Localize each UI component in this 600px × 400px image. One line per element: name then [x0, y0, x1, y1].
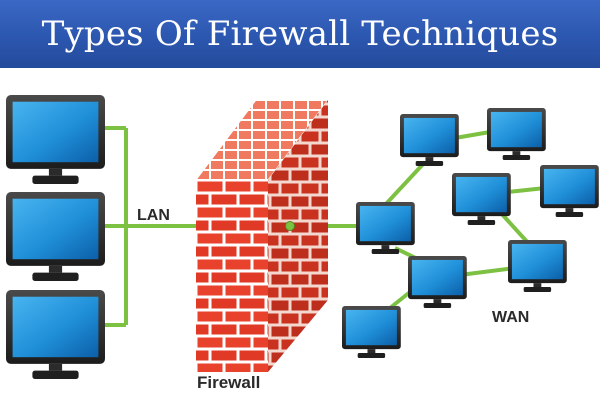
lan-computer-bottom: [6, 290, 106, 380]
wan-computer-5: [540, 165, 599, 217]
wan-label: WAN: [492, 309, 529, 326]
wan-link-1-2: [454, 130, 491, 140]
firewall-side-face: [268, 100, 328, 372]
wan-computer-3: [356, 202, 415, 254]
lan-links: [105, 126, 200, 327]
title-banner: Types Of Firewall Techniques: [0, 0, 600, 68]
firewall-front-face: [196, 180, 268, 372]
wan-link-1-3: [383, 160, 427, 207]
firewall-port: [285, 221, 295, 231]
wan-computer-1: [400, 114, 459, 166]
wan-link-6-7: [459, 266, 516, 277]
wan-computer-8: [342, 306, 401, 358]
wan-computer-7: [508, 240, 567, 292]
wan-link-4-7: [498, 210, 532, 247]
wan-computer-6: [408, 256, 467, 308]
wan-link-4-5: [507, 186, 546, 194]
wan-computer-2: [487, 108, 546, 160]
firewall-wall: [195, 99, 329, 372]
lan-label: LAN: [137, 207, 170, 224]
page-title: Types Of Firewall Techniques: [41, 14, 559, 54]
firewall-label: Firewall: [197, 373, 260, 392]
lan-computer-middle: [6, 192, 106, 282]
lan-computer-top: [6, 95, 106, 185]
